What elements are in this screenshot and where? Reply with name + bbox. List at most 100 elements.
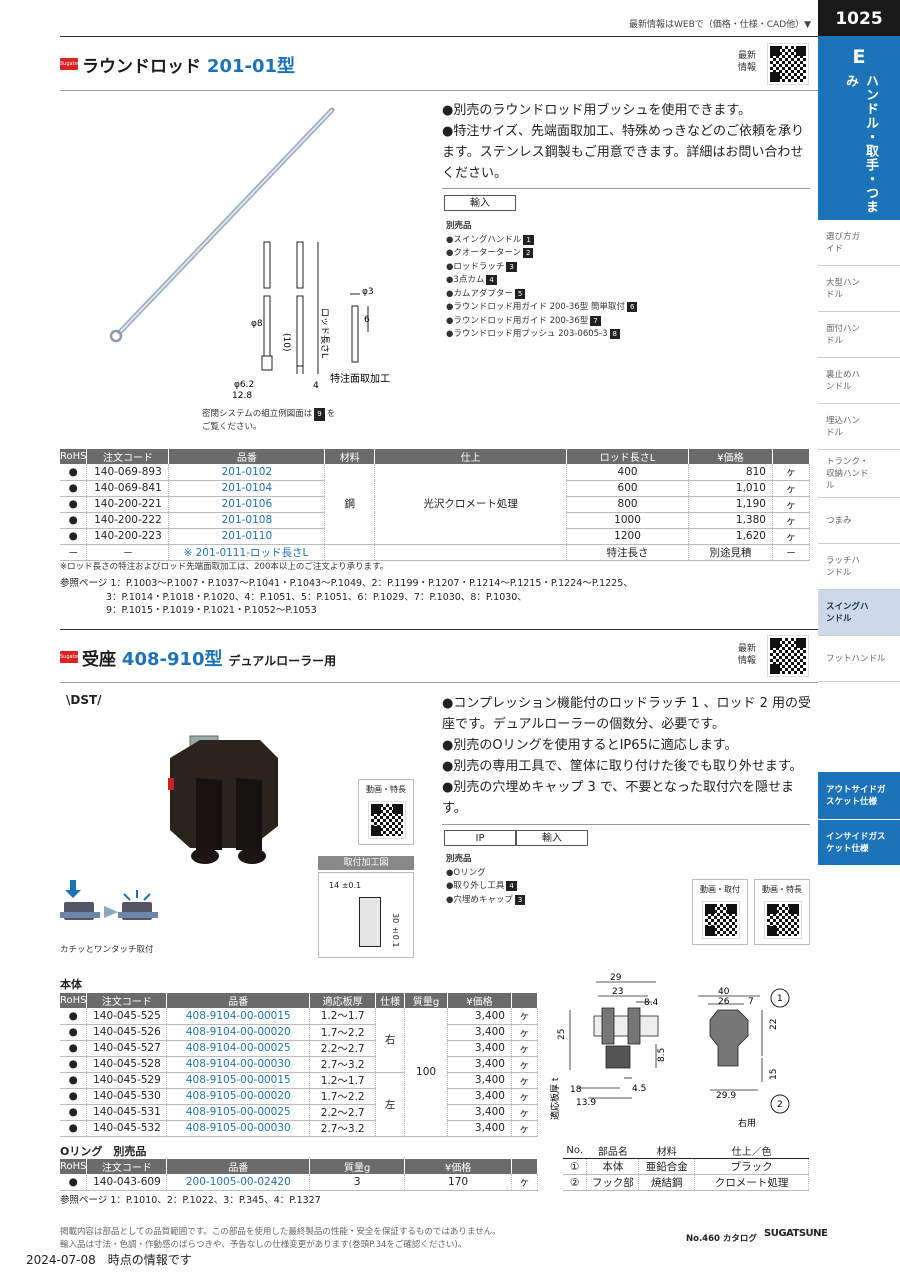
- price-cell: 3,400: [447, 1104, 512, 1121]
- table-header: RoHS 注文コード 品番 適応板厚 仕様 質量g ¥価格: [60, 993, 539, 1008]
- part-number-link[interactable]: 408-9104-00-00030: [166, 1056, 311, 1073]
- table-header: RoHS 注文コード 品番 材料 仕上 ロッド長さL ¥価格: [60, 449, 811, 464]
- part-number-link[interactable]: 408-9104-00-00025: [166, 1040, 311, 1057]
- part-number-link[interactable]: 408-9105-00-00015: [166, 1072, 311, 1089]
- col-header: ロッド長さL: [566, 449, 689, 464]
- col-header: RoHS: [60, 993, 88, 1008]
- sidebar-item-guide[interactable]: 選び方ガイド: [818, 220, 900, 266]
- dim-phi62: φ6.2: [234, 380, 254, 390]
- sidebar-item-knob[interactable]: つまみ: [818, 498, 900, 544]
- video-install-box[interactable]: 動画・取付: [692, 879, 748, 945]
- price-cell: 810: [688, 464, 773, 481]
- sidebar-item-surface[interactable]: 面付ハンドル: [818, 312, 900, 358]
- top-note[interactable]: 最新情報はWEBで（価格・仕様・CAD他）▼: [629, 20, 812, 30]
- sidebar-item-recessed[interactable]: 埋込ハンドル: [818, 404, 900, 450]
- length-cell: 1000: [566, 512, 689, 529]
- rohs-cell: －: [60, 544, 88, 561]
- price-cell: 3,400: [447, 1072, 512, 1089]
- order-code-cell: 140-045-527: [86, 1040, 168, 1057]
- import-tag: 輸入: [516, 830, 588, 846]
- sidebar-item-trunk[interactable]: トランク・収納ハンドル: [818, 450, 900, 498]
- section1-description: ●別売のラウンドロッド用ブッシュを使用できます。 ●特注サイズ、先端面取加工、特…: [442, 100, 812, 184]
- unit-cell: ヶ: [511, 1120, 539, 1137]
- unit-cell: ヶ: [511, 1174, 539, 1191]
- spec-cell: 右: [375, 1008, 406, 1073]
- sidebar-item-latch[interactable]: ラッチハンドル: [818, 544, 900, 590]
- part-number-link[interactable]: 408-9105-00-00025: [166, 1104, 311, 1121]
- import-tag: 輸入: [444, 195, 516, 211]
- thickness-cell: 2.2～2.7: [309, 1104, 377, 1121]
- qr-code-icon[interactable]: [767, 43, 809, 85]
- qr-code-icon[interactable]: [702, 901, 740, 939]
- dim-18: 18: [570, 1085, 582, 1095]
- reference-pages[interactable]: 参照ページ 1：P.1003～P.1007・P.1037～P.1041・P.10…: [60, 577, 820, 618]
- rod-photo: [109, 107, 335, 343]
- table-row: ● 140-200-222 201-0108 1000 1,380 ヶ: [60, 512, 811, 529]
- description-bullet: ●別売の専用工具で、筐体に取り付けた後でも取り外せます。: [442, 759, 803, 774]
- part-number-link[interactable]: 408-9105-00-00030: [166, 1120, 311, 1137]
- reference-line: 3：P.1014・P.1018・P.1020、4：P.1051、5：P.1051…: [106, 591, 527, 603]
- footer-note: 掲載内容は部品としての品質範囲です。この部品を使用した最終製品の性能・安全を保証…: [60, 1227, 501, 1237]
- qr-code-icon[interactable]: [764, 901, 802, 939]
- sidebar-item-back[interactable]: 裏止めハンドル: [818, 358, 900, 404]
- video-feature-box[interactable]: 動画・特長: [754, 879, 810, 945]
- sold-item[interactable]: ●Oリング: [446, 867, 486, 878]
- col-header: 仕様: [375, 993, 406, 1008]
- sidebar-category[interactable]: E ハンドル・取手・つまみ: [818, 36, 900, 220]
- part-number-link[interactable]: 201-0110: [168, 528, 326, 545]
- part-number-link[interactable]: 200-1005-00-02420: [166, 1174, 311, 1191]
- sold-separately-title: 別売品: [446, 854, 472, 864]
- thickness-label: 適応板厚 t: [549, 1077, 561, 1120]
- section-divider: [60, 90, 818, 91]
- ref-number-badge[interactable]: 9: [314, 408, 325, 421]
- sidebar-item-label: インサイドガスケット仕様: [826, 831, 886, 854]
- order-code-cell: 140-045-532: [86, 1120, 168, 1137]
- qr-code-icon[interactable]: [767, 635, 809, 677]
- reference-pages[interactable]: 参照ページ 1：P.1010、2：P.1022、3：P.345、4：P.1327: [60, 1195, 321, 1206]
- table-row: ● 140-045-525 408-9104-00-00015 1.2～1.7 …: [60, 1008, 539, 1137]
- order-code-cell: 140-069-841: [86, 480, 170, 497]
- unit-cell: ヶ: [511, 1024, 539, 1041]
- part-number-link[interactable]: 408-9105-00-00020: [166, 1088, 311, 1105]
- sidebar-item-large[interactable]: 大型ハンドル: [818, 266, 900, 312]
- col-header: RoHS: [60, 1159, 88, 1174]
- sidebar-item-foot[interactable]: フットハンドル: [818, 636, 900, 682]
- video-label: 動画・取付: [700, 885, 740, 894]
- part-number-link[interactable]: 408-9104-00-00020: [166, 1024, 311, 1041]
- ref-number-badge: 4: [486, 275, 497, 285]
- empty-cell: [324, 544, 376, 561]
- part-number-link[interactable]: 201-0106: [168, 496, 326, 513]
- part-number-link[interactable]: 201-0104: [168, 480, 326, 497]
- order-code-cell: 140-069-893: [86, 464, 170, 481]
- right-hand-label: 右用: [738, 1117, 756, 1129]
- section1-title: ラウンドロッド 201-01型: [82, 52, 295, 78]
- part-number-link[interactable]: 408-9104-00-00015: [166, 1008, 311, 1025]
- thickness-cell: 1.7～2.2: [309, 1024, 377, 1041]
- col-header: 仕上: [374, 449, 568, 464]
- product-model: 408-910型: [121, 649, 223, 670]
- price-cell: 1,380: [688, 512, 773, 529]
- sidebar-item-swing[interactable]: スイングハンドル: [818, 590, 900, 636]
- part-number-link[interactable]: 201-0108: [168, 512, 326, 529]
- table-row: ● 140-045-532 408-9105-00-00030 2.7～3.2 …: [60, 1120, 539, 1137]
- date-stamp: 2024-07-08 時点の情報です: [26, 1253, 192, 1267]
- qr-code-icon[interactable]: [368, 801, 406, 839]
- brand-icon: Sugatsune: [60, 58, 87, 70]
- dim-23: 23: [612, 987, 623, 997]
- sidebar-item-inside-gasket[interactable]: インサイドガスケット仕様: [818, 820, 900, 866]
- video-feature-box[interactable]: 動画・特長: [358, 779, 414, 845]
- catalog-number: No.460 カタログ: [686, 1234, 757, 1244]
- part-number-link[interactable]: ※ 201-0111-ロッド長さL: [168, 544, 326, 561]
- sidebar-item-outside-gasket[interactable]: アウトサイドガスケット仕様: [818, 772, 900, 820]
- part-number-link[interactable]: 201-0102: [168, 464, 326, 481]
